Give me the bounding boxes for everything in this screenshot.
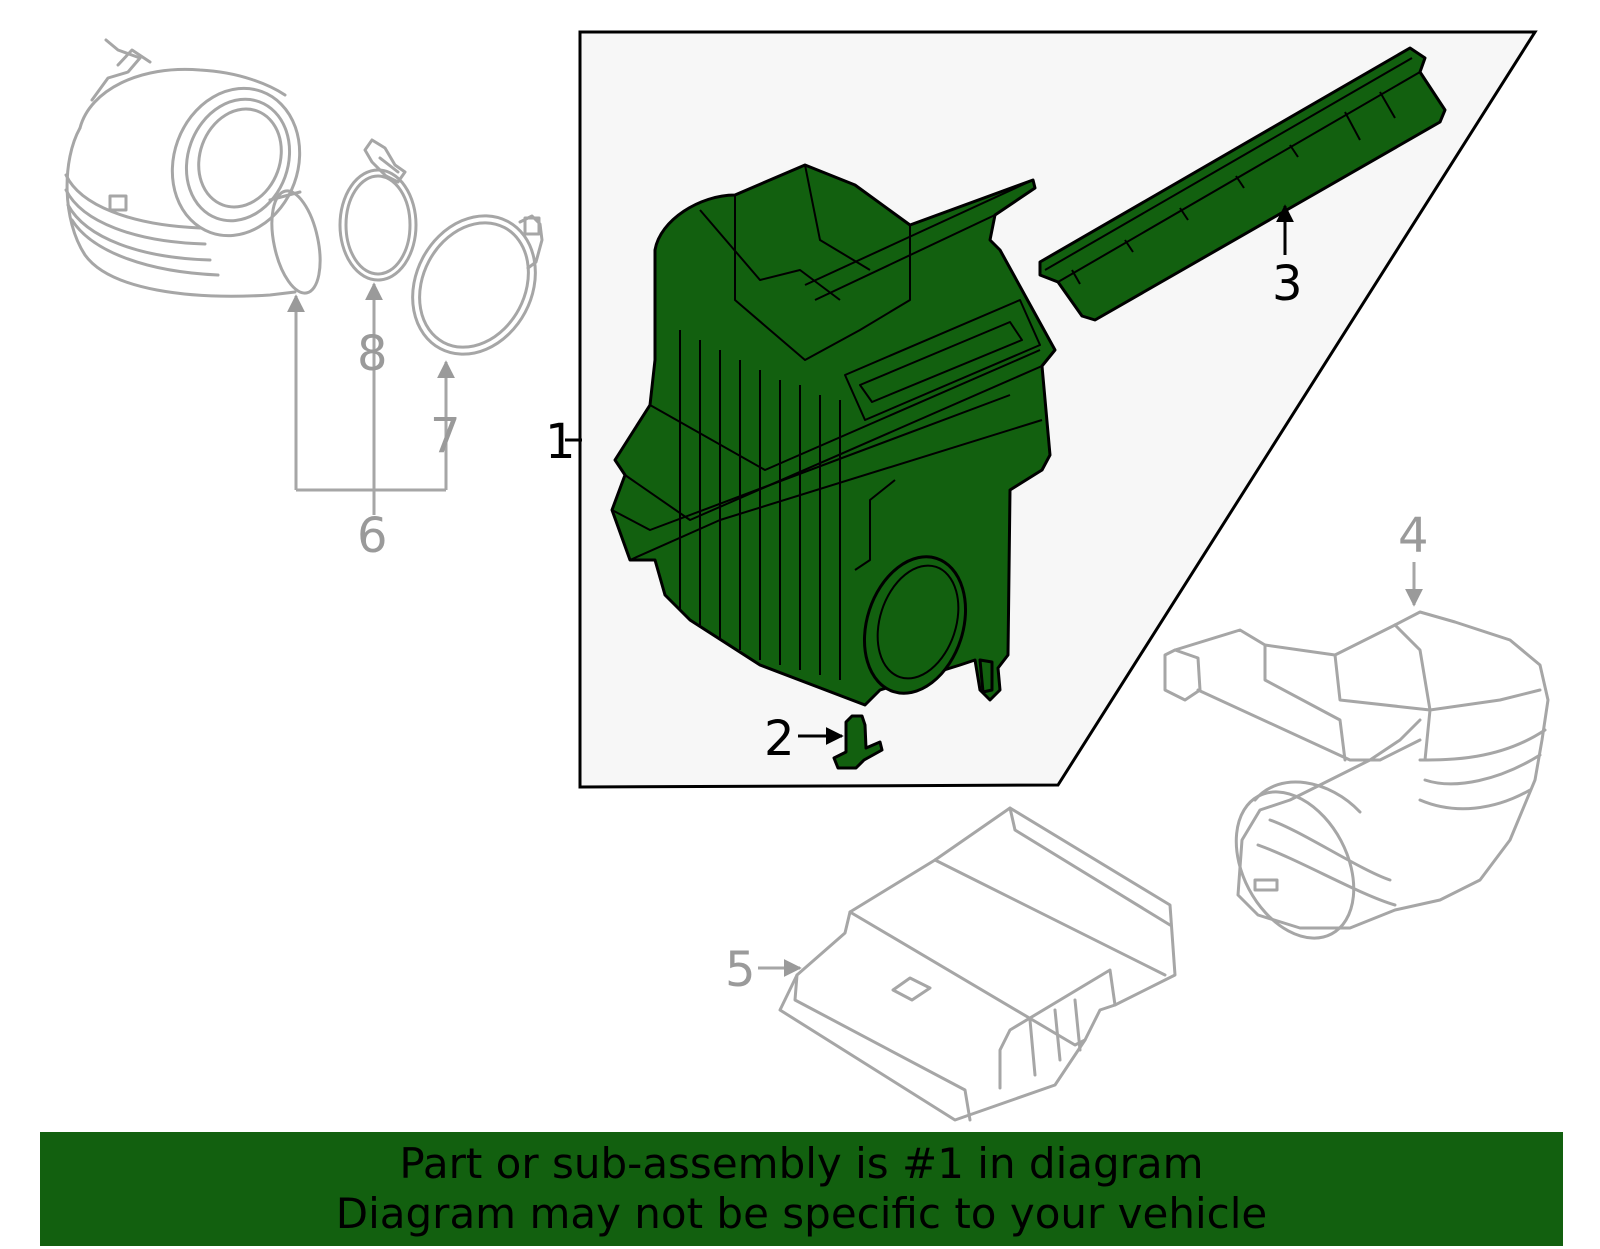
air-cleaner-housing-part-1[interactable] <box>610 163 1057 707</box>
banner-line-disclaimer: Diagram may not be specific to your vehi… <box>335 1189 1268 1238</box>
banner-line-assembly: Part or sub-assembly is #1 in diagram <box>399 1139 1204 1188</box>
callout-7: 7 <box>430 408 461 464</box>
hose-clamp-part-8[interactable] <box>338 138 418 282</box>
callout-1: 1 <box>545 414 576 470</box>
callout-5: 5 <box>725 942 756 998</box>
housing-cover-part-3[interactable] <box>1038 46 1447 322</box>
callout-4: 4 <box>1398 508 1429 564</box>
callout-2: 2 <box>764 711 795 767</box>
filter-element-part-5[interactable] <box>778 806 1177 1122</box>
intake-hose-part-6[interactable] <box>64 38 328 298</box>
leader-lines-6-7-8 <box>287 282 455 515</box>
grommet-part-2[interactable] <box>832 714 884 770</box>
hose-clamp-part-7[interactable] <box>389 194 559 376</box>
air-duct-part-4[interactable] <box>1163 610 1550 958</box>
callout-8: 8 <box>357 326 388 382</box>
info-banner: Part or sub-assembly is #1 in diagram Di… <box>40 1132 1563 1246</box>
callout-6: 6 <box>357 508 388 564</box>
callout-3: 3 <box>1272 256 1303 312</box>
